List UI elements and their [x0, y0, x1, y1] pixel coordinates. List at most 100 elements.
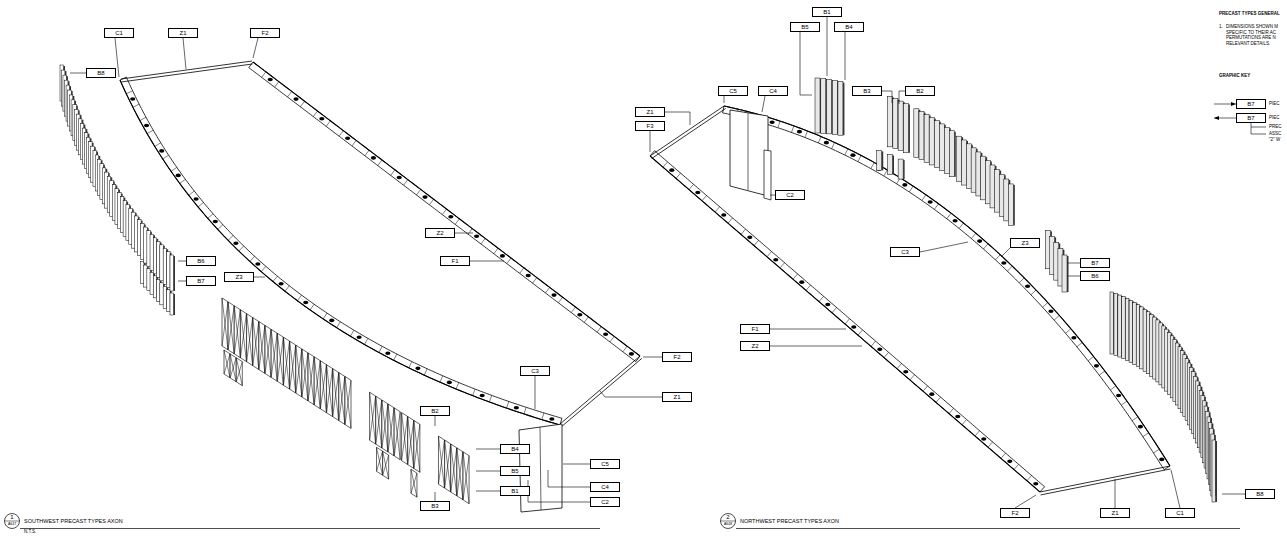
leader-line — [1115, 479, 1116, 508]
connection-dot — [159, 149, 164, 153]
slat-side — [882, 151, 884, 170]
callout-tag: B2 — [905, 86, 935, 96]
slat-panel — [156, 279, 160, 301]
leader-line — [1068, 276, 1080, 277]
x-panel-brace — [414, 424, 420, 468]
beam-joint — [287, 91, 291, 97]
drawing-label: GRAPHIC KEY — [1219, 74, 1250, 79]
x-panel-brace — [253, 321, 259, 365]
x-panel — [327, 365, 333, 417]
beam-joint — [988, 442, 993, 447]
callout-tag: C5 — [590, 459, 620, 469]
slat-panel — [160, 245, 164, 281]
leader-line — [470, 261, 504, 262]
beam-joint — [741, 229, 746, 234]
beam-joint — [364, 338, 367, 344]
beam-joint — [1066, 329, 1071, 334]
x-panel-brace — [388, 408, 394, 452]
tag-text: Z1 — [179, 30, 186, 36]
x-panel-brace — [438, 440, 444, 484]
slat-panel — [877, 150, 882, 170]
leader-line — [1214, 118, 1236, 119]
tie-bar — [1041, 469, 1171, 495]
slat-panel — [1008, 184, 1013, 226]
drawing-label: A648 — [724, 523, 732, 527]
beam-joint — [832, 142, 835, 148]
x-panel-brace — [383, 455, 389, 475]
x-panel-brace — [457, 448, 463, 500]
tag-text: C1 — [115, 30, 123, 36]
slat-panel — [156, 241, 160, 277]
tag-text: B5 — [511, 468, 518, 474]
beam-joint — [1031, 290, 1036, 295]
beam-joint — [339, 131, 343, 137]
panel-joint — [540, 427, 541, 510]
x-panel-brace — [345, 377, 351, 429]
callout-tag: C1 — [1165, 508, 1195, 518]
beam-joint — [520, 268, 524, 274]
leader-lines — [70, 17, 1266, 508]
beam-joint — [391, 170, 395, 176]
tag-text: F3 — [646, 123, 653, 129]
connection-dot — [213, 220, 218, 224]
beam-face — [723, 106, 1170, 470]
x-panel-brace — [445, 440, 451, 492]
beam-joint — [884, 352, 889, 357]
x-panel-brace — [277, 337, 283, 381]
callout-tag: Z1 — [662, 392, 692, 402]
connection-dot — [577, 313, 582, 317]
x-panel-brace — [463, 452, 469, 504]
slat-panel — [903, 104, 908, 153]
beam-joint — [909, 186, 913, 192]
beam-joint — [1143, 433, 1149, 437]
x-panel-brace — [370, 392, 376, 444]
leader-line — [1251, 127, 1266, 128]
connection-dot — [1094, 364, 1099, 368]
slat-panel — [153, 276, 157, 298]
leader-line — [435, 416, 436, 426]
connection-dot — [799, 280, 804, 284]
beam-joint — [468, 229, 472, 235]
beam-joint — [239, 246, 244, 251]
beam-joint — [323, 313, 327, 319]
beam-joint — [910, 375, 915, 380]
x-panel — [445, 440, 451, 492]
x-panel — [402, 413, 408, 465]
connection-dot — [303, 301, 308, 305]
beam-joint — [1019, 278, 1024, 283]
beam-joint — [429, 199, 433, 205]
connection-dot — [422, 195, 427, 199]
x-panel — [277, 333, 283, 385]
x-panel-brace — [339, 376, 345, 420]
beam-joint — [524, 407, 526, 414]
x-panel — [414, 420, 420, 472]
connection-dot — [551, 293, 556, 297]
tag-text: C2 — [786, 192, 794, 198]
callout-tag: B1 — [500, 486, 530, 496]
x-panel-brace — [302, 353, 308, 397]
connection-dot — [194, 197, 199, 201]
beam-joint — [584, 317, 588, 323]
callout-tag: F2 — [662, 352, 692, 362]
leader-line — [435, 492, 436, 501]
connection-dot — [279, 282, 284, 286]
slat-panel — [999, 174, 1004, 216]
tag-text: Z2 — [436, 230, 443, 236]
x-panel — [296, 345, 302, 397]
drawing-label: 1. — [1219, 25, 1223, 30]
connection-dot — [1159, 458, 1164, 462]
beam-joint — [507, 401, 509, 408]
drawing-label: ASSC — [1269, 132, 1281, 137]
x-panel-brace — [228, 302, 234, 354]
beam-joint — [806, 285, 811, 290]
callout-tag: B4 — [500, 444, 530, 454]
beam-joint — [350, 330, 354, 336]
x-panel-brace — [236, 362, 242, 382]
beam-joint — [133, 104, 139, 107]
tag-text: C5 — [729, 88, 737, 94]
callout-tag: C2 — [775, 190, 805, 200]
slat-panel — [981, 156, 986, 200]
x-panel-brace — [240, 314, 246, 358]
callout-tag: B8 — [86, 68, 116, 78]
connection-dot — [695, 191, 700, 195]
